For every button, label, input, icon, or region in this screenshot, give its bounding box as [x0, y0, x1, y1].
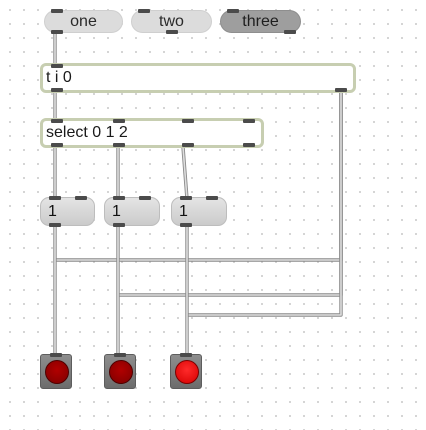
outlet-port[interactable] [51, 30, 63, 34]
inlet-port[interactable] [139, 196, 151, 200]
number-box-2[interactable]: 1 [104, 196, 160, 227]
inlet-port[interactable] [180, 196, 192, 200]
message-one-label: one [70, 13, 97, 30]
message-three[interactable]: three [220, 9, 301, 34]
bang-button-1[interactable] [40, 353, 72, 389]
patch-cord[interactable] [181, 146, 189, 200]
message-two-label: two [159, 13, 184, 30]
inlet-port[interactable] [51, 119, 63, 123]
inlet-port[interactable] [243, 119, 255, 123]
inlet-port[interactable] [113, 119, 125, 123]
inlet-port[interactable] [227, 9, 239, 13]
inlet-port[interactable] [49, 196, 61, 200]
inlet-port[interactable] [113, 196, 125, 200]
outlet-port[interactable] [113, 223, 125, 227]
inlet-port[interactable] [180, 353, 192, 357]
trigger-object-text: t i 0 [46, 69, 72, 86]
inlet-port[interactable] [51, 64, 63, 68]
outlet-port[interactable] [180, 223, 192, 227]
bang-indicator [109, 360, 133, 384]
patch-cord[interactable] [182, 146, 188, 200]
outlet-port[interactable] [49, 223, 61, 227]
select-object-text: select 0 1 2 [46, 124, 128, 141]
number-box-value: 1 [112, 203, 121, 220]
inlet-port[interactable] [51, 9, 63, 13]
outlet-port[interactable] [243, 143, 255, 147]
inlet-port[interactable] [114, 353, 126, 357]
bang-indicator [45, 360, 69, 384]
bang-indicator [175, 360, 199, 384]
message-one[interactable]: one [44, 9, 123, 34]
outlet-port[interactable] [51, 143, 63, 147]
outlet-port[interactable] [113, 143, 125, 147]
inlet-port[interactable] [206, 196, 218, 200]
trigger-object[interactable]: t i 0 [40, 63, 356, 93]
outlet-port[interactable] [284, 30, 296, 34]
outlet-port[interactable] [335, 88, 347, 92]
outlet-port[interactable] [51, 88, 63, 92]
bang-button-2[interactable] [104, 353, 136, 389]
select-object[interactable]: select 0 1 2 [40, 118, 264, 148]
outlet-port[interactable] [182, 143, 194, 147]
inlet-port[interactable] [50, 353, 62, 357]
inlet-port[interactable] [75, 196, 87, 200]
outlet-port[interactable] [166, 30, 178, 34]
number-box-value: 1 [179, 203, 188, 220]
inlet-port[interactable] [182, 119, 194, 123]
number-box-3[interactable]: 1 [171, 196, 227, 227]
number-box-1[interactable]: 1 [40, 196, 95, 227]
number-box-value: 1 [48, 203, 57, 220]
bang-button-3[interactable] [170, 353, 202, 389]
message-two[interactable]: two [131, 9, 212, 34]
inlet-port[interactable] [138, 9, 150, 13]
message-three-label: three [242, 13, 279, 30]
